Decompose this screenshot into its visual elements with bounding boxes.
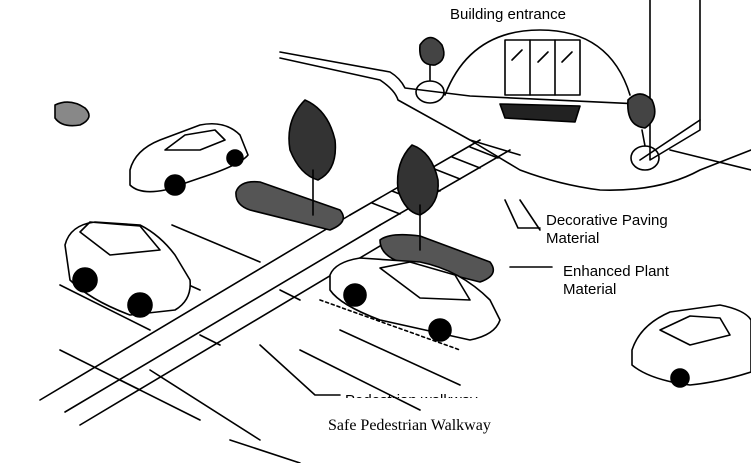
car-suv bbox=[64, 221, 192, 318]
planting-strip bbox=[235, 180, 495, 283]
tree-left bbox=[288, 99, 337, 216]
tree-right bbox=[396, 144, 439, 251]
car-top bbox=[129, 122, 249, 196]
label-enhanced-plant-line1: Enhanced Plant bbox=[563, 263, 669, 280]
tree-icon bbox=[288, 99, 337, 181]
label-pedestrian-walkway: Pedestrian walkway bbox=[345, 392, 478, 409]
building bbox=[279, 0, 751, 171]
label-decorative-paving-line1: Decorative Paving bbox=[546, 212, 668, 229]
planter-left bbox=[415, 36, 445, 104]
door-icon bbox=[504, 39, 581, 96]
car-center bbox=[329, 257, 501, 342]
car-icon bbox=[129, 122, 249, 193]
label-decorative-paving-line2: Material bbox=[546, 230, 600, 247]
figure-caption: Safe Pedestrian Walkway bbox=[328, 417, 491, 434]
label-enhanced-plant-line2: Material bbox=[563, 281, 617, 298]
car-right bbox=[631, 304, 751, 388]
label-leaders bbox=[259, 199, 553, 396]
planter-right bbox=[627, 93, 660, 171]
label-decorative-paving: Decorative Paving Material bbox=[546, 212, 668, 248]
label-building-entrance: Building entrance bbox=[450, 6, 566, 23]
curb bbox=[279, 57, 751, 191]
label-enhanced-plant: Enhanced Plant Material bbox=[563, 263, 669, 299]
building-entrance bbox=[444, 29, 631, 123]
scribble-detail bbox=[54, 101, 90, 127]
tree-icon bbox=[396, 144, 439, 216]
